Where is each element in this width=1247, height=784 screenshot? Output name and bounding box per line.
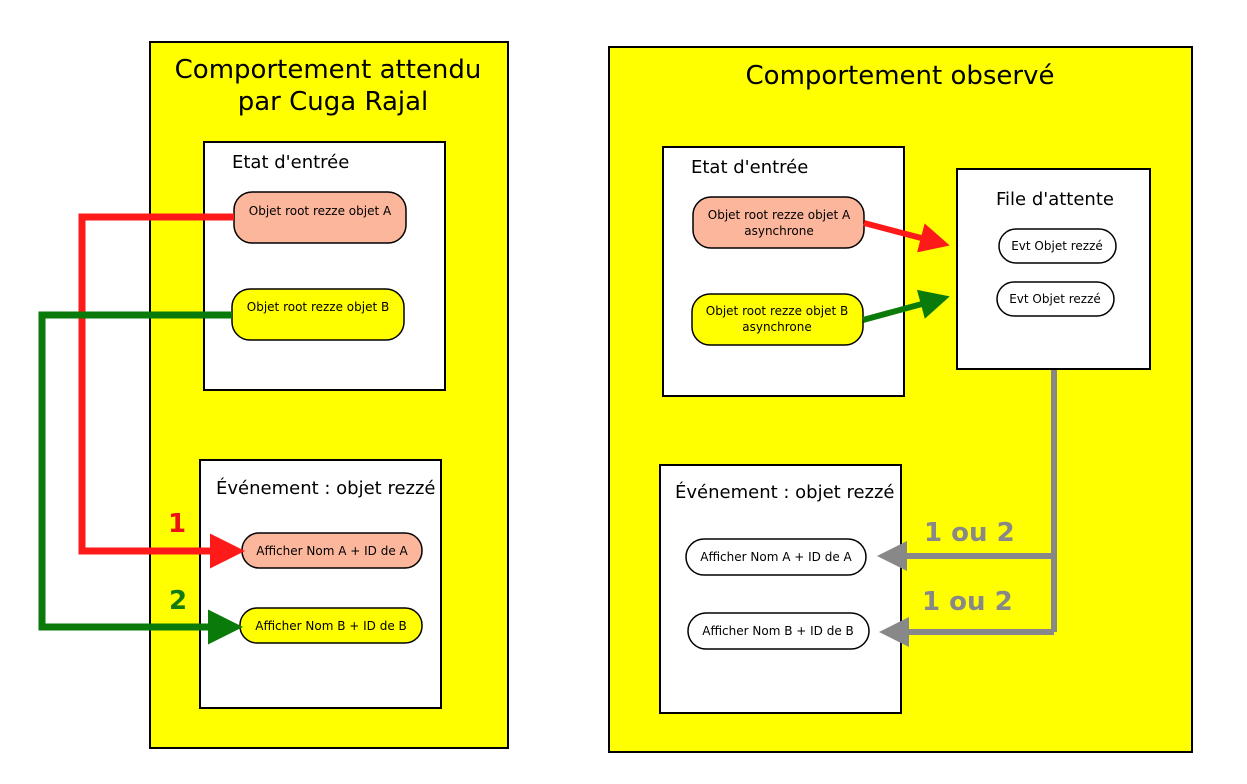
observed-queue-item-1 bbox=[998, 228, 1117, 264]
expected-behaviour-panel: Comportement attendu par Cuga Rajal Etat… bbox=[38, 41, 509, 749]
expected-entry-item-b bbox=[231, 288, 405, 341]
expected-event-title: Événement : objet rezzé bbox=[216, 477, 436, 499]
observed-event-item-b-label: Afficher Nom B + ID de B bbox=[702, 624, 854, 638]
observed-event-item-b bbox=[687, 612, 870, 650]
expected-entry-state-box: Etat d'entrée Objet root rezze objet A O… bbox=[203, 141, 446, 391]
expected-entry-item-a-label: Objet root rezze objet A bbox=[249, 204, 392, 218]
observed-behaviour-panel: Comportement observé Etat d'entrée Objet… bbox=[608, 46, 1193, 753]
expected-event-box: Événement : objet rezzé Afficher Nom A +… bbox=[199, 459, 442, 709]
observed-event-item-a bbox=[685, 538, 867, 576]
expected-order-a: 1 bbox=[168, 509, 186, 539]
expected-event-item-b-label: Afficher Nom B + ID de B bbox=[255, 619, 407, 633]
observed-order-a: 1 ou 2 bbox=[924, 518, 1015, 548]
observed-entry-item-a-line1: Objet root rezze objet A bbox=[708, 208, 851, 222]
observed-entry-item-a-line2: asynchrone bbox=[744, 224, 814, 238]
expected-title-line1: Comportement attendu bbox=[175, 55, 482, 85]
observed-title: Comportement observé bbox=[746, 61, 1055, 91]
observed-queue-item-1-label: Evt Objet rezzé bbox=[1011, 239, 1103, 253]
observed-queue-title: File d'attente bbox=[996, 189, 1114, 210]
observed-event-title: Événement : objet rezzé bbox=[675, 481, 895, 503]
observed-queue-item-2 bbox=[996, 281, 1115, 317]
observed-order-b: 1 ou 2 bbox=[922, 587, 1013, 617]
observed-green-arrow bbox=[862, 289, 950, 323]
observed-event-box: Événement : objet rezzé Afficher Nom A +… bbox=[659, 464, 902, 714]
observed-gray-connector bbox=[877, 370, 1057, 647]
observed-queue-item-2-label: Evt Objet rezzé bbox=[1009, 292, 1101, 306]
observed-entry-state-title: Etat d'entrée bbox=[691, 157, 808, 178]
observed-entry-item-b-line2: asynchrone bbox=[742, 320, 812, 334]
observed-red-arrow bbox=[863, 220, 950, 253]
observed-queue-box: File d'attente Evt Objet rezzé Evt Objet… bbox=[956, 168, 1151, 370]
expected-green-connector bbox=[38, 311, 243, 645]
expected-event-item-a-label: Afficher Nom A + ID de A bbox=[256, 544, 408, 558]
expected-order-b: 2 bbox=[169, 586, 187, 616]
observed-entry-item-a bbox=[692, 196, 865, 249]
expected-red-connector bbox=[78, 213, 245, 569]
observed-entry-item-b-line1: Objet root rezze objet B bbox=[706, 304, 848, 318]
observed-entry-state-box: Etat d'entrée Objet root rezze objet A a… bbox=[662, 146, 905, 397]
observed-event-item-a-label: Afficher Nom A + ID de A bbox=[700, 550, 852, 564]
expected-title-line2: par Cuga Rajal bbox=[238, 87, 429, 117]
expected-entry-item-b-label: Objet root rezze objet B bbox=[247, 300, 389, 314]
expected-entry-state-title: Etat d'entrée bbox=[232, 152, 349, 173]
